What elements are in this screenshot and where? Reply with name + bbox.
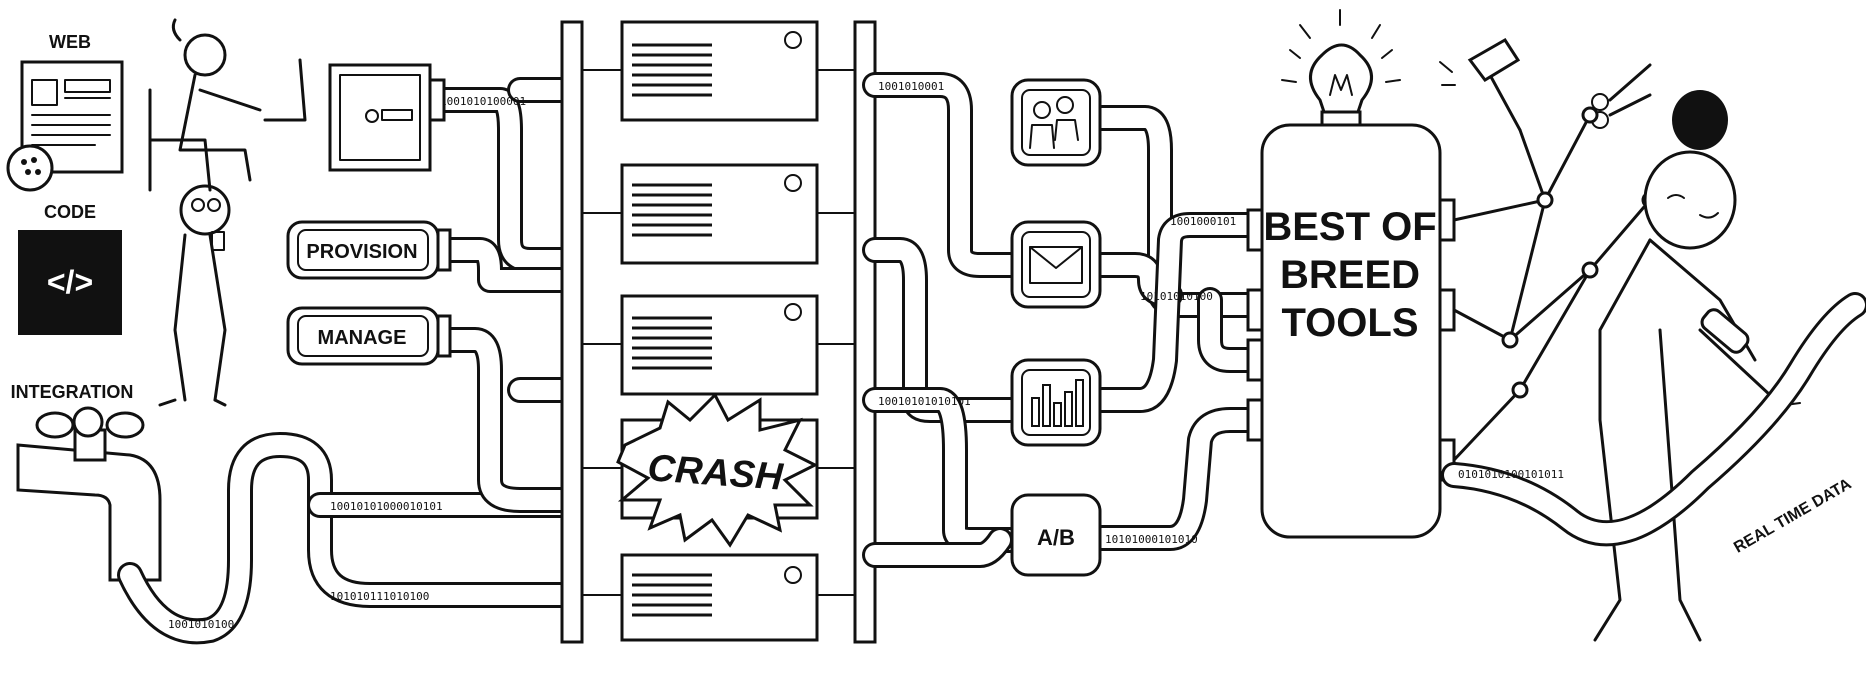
binary-text-8: 10010101010101	[878, 395, 971, 408]
crash-burst	[616, 392, 819, 548]
server-unit-5	[581, 553, 856, 642]
scissors-icon	[1591, 63, 1652, 129]
integration-label: INTEGRATION	[11, 382, 134, 402]
code-icon: </>	[18, 230, 122, 335]
faucet-icon	[16, 406, 162, 582]
binary-text-7: 10101010100	[1140, 290, 1213, 303]
server-unit-3	[581, 294, 856, 396]
binary-text-2: 10010101000010101	[330, 500, 443, 513]
developer-woman-figure	[148, 18, 307, 192]
ab-label: A/B	[1037, 525, 1075, 550]
web-label: WEB	[49, 32, 91, 52]
provision-label: PROVISION	[306, 241, 417, 263]
code-symbol: </>	[47, 264, 93, 300]
manage-box: MANAGE	[286, 306, 452, 366]
mail-icon	[1010, 220, 1102, 309]
data-tubes-right	[862, 72, 1275, 568]
woman-figure	[1593, 90, 1757, 642]
code-label: CODE	[44, 202, 96, 222]
developer-man-figure	[158, 184, 231, 407]
binary-text-5: 1001010001	[878, 80, 944, 93]
tools-title-line-2: BREED	[1280, 253, 1420, 297]
people-icon	[1010, 78, 1102, 167]
binary-text-4: 1001010100001	[440, 95, 526, 108]
data-tubes-left	[117, 77, 573, 645]
binary-text-3: 101010111010100	[330, 590, 429, 603]
manage-label: MANAGE	[318, 327, 407, 349]
real-time-data-label: REAL TIME DATA	[1731, 475, 1855, 556]
binary-text-1: 1001010100	[168, 618, 234, 631]
tools-title-line-3: TOOLS	[1281, 301, 1418, 345]
crash-label: CRASH	[646, 447, 785, 498]
server-icon	[328, 63, 446, 172]
server-unit-1	[581, 20, 856, 122]
ab-test-box: A/B	[1010, 493, 1102, 577]
server-rack: CRASH	[560, 20, 877, 644]
web-page-icon	[6, 60, 124, 192]
bar-chart-icon	[1010, 358, 1102, 447]
robotic-arm	[1452, 106, 1659, 462]
binary-text-6: 1001000101	[1170, 215, 1236, 228]
tools-title-line-1: BEST OF	[1263, 205, 1436, 249]
best-of-breed-tools-box: BEST OF BREED TOOLS	[1246, 123, 1456, 539]
screwdriver-icon	[1698, 308, 1801, 406]
provision-box: PROVISION	[286, 220, 452, 280]
lightbulb-icon	[1281, 9, 1401, 130]
binary-text-9: 10101000101010	[1105, 533, 1198, 546]
binary-text-10: 0101010100101011	[1458, 468, 1564, 481]
real-time-data-stream	[1441, 292, 1866, 547]
hammer-icon	[1439, 37, 1522, 132]
server-unit-2	[581, 163, 856, 265]
